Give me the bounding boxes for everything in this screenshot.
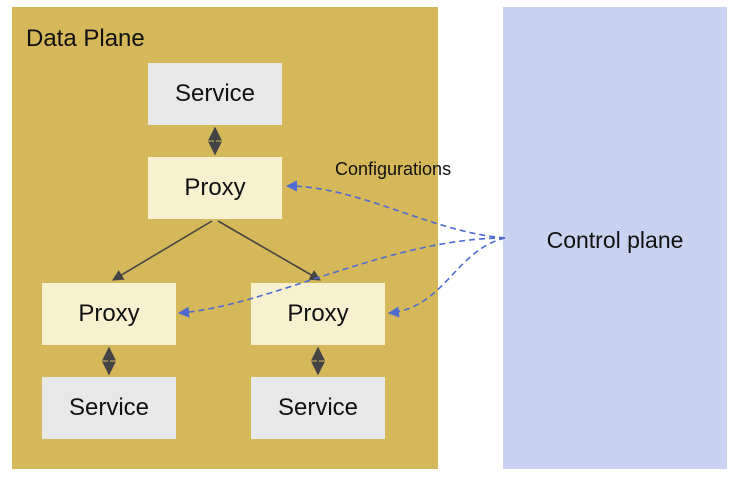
- data-plane-title: Data Plane: [26, 25, 145, 52]
- proxy-box-top: Proxy: [148, 157, 282, 219]
- proxy-box-bottom-right: Proxy: [251, 283, 385, 345]
- control-plane-region: Control plane: [503, 7, 727, 469]
- control-plane-label: Control plane: [546, 227, 684, 253]
- configurations-label: Configurations: [335, 159, 452, 179]
- service-box-bottom-left: Service: [42, 377, 176, 439]
- proxy-box-bottom-left: Proxy: [42, 283, 176, 345]
- service-box-top: Service: [148, 63, 282, 125]
- service-box-bottom-right: Service: [251, 377, 385, 439]
